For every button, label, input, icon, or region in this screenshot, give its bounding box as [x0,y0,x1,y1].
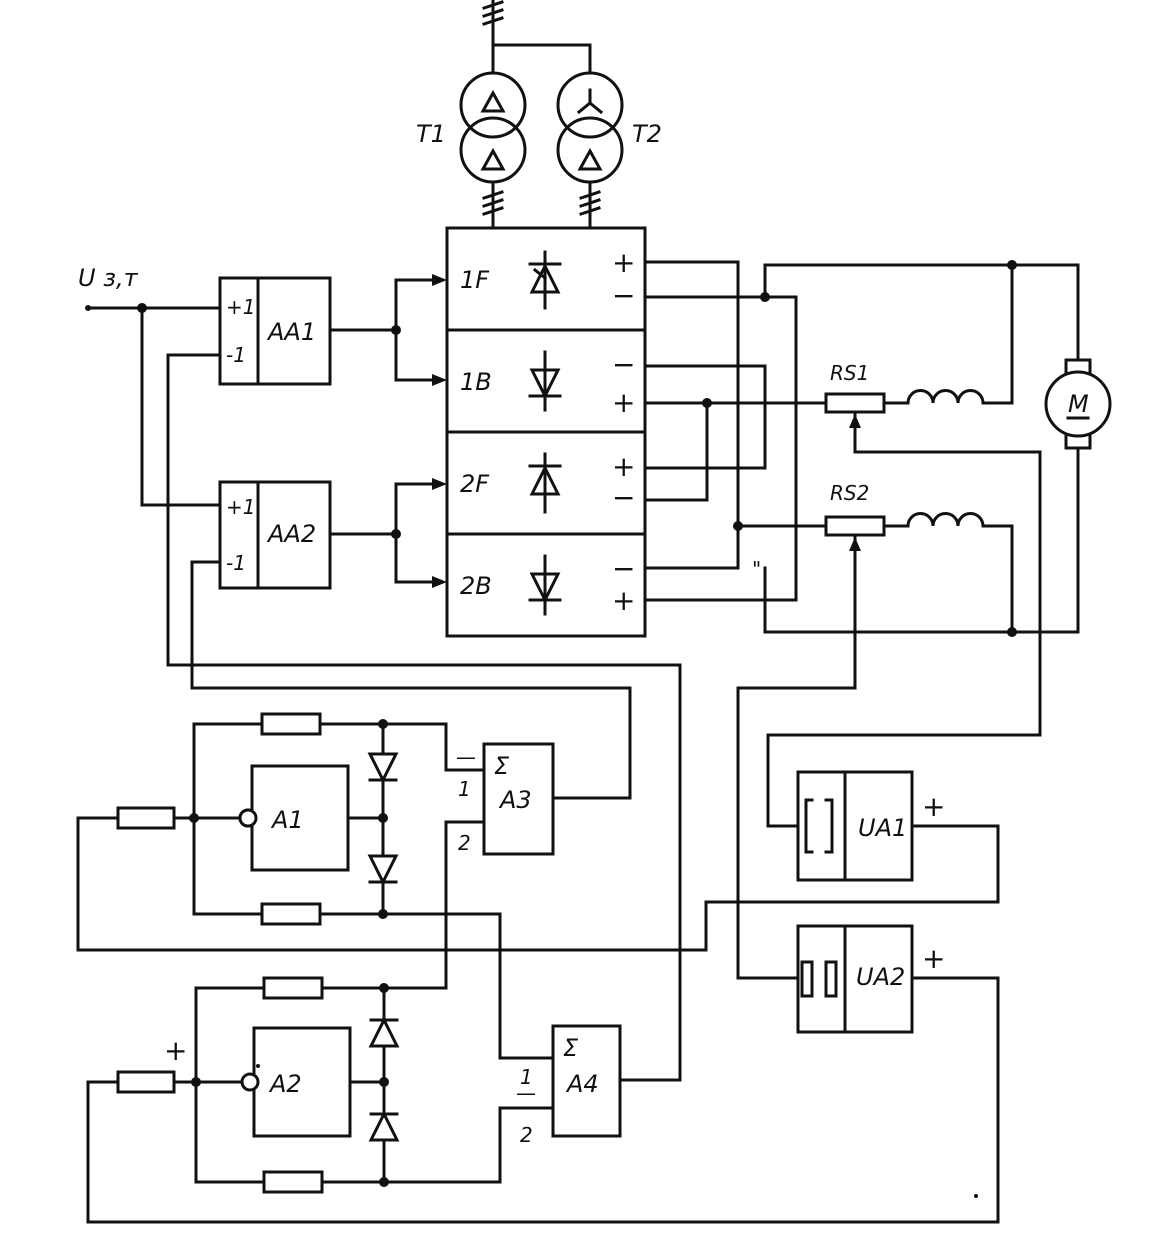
aa2-label: AA2 [266,520,316,548]
a4-sigma: Σ [563,1034,579,1062]
summer-a4: Σ A4 1 — 2 [516,1024,622,1147]
inductor-1-icon [906,389,985,405]
motor-label: M [1068,390,1089,418]
aa1-plus-label: +1 [226,295,255,319]
a2-input-sign: + [164,1034,187,1067]
aa1-minus-label: -1 [226,343,246,367]
shunt-rs1: RS1 [824,361,886,454]
amplifier-aa1: +1 -1 AA1 [218,276,332,386]
motor: M [1044,358,1112,450]
a4-label: A4 [565,1070,599,1098]
aa2-minus-label: -1 [226,551,246,575]
a3-sign: — [456,745,476,769]
rectifier-2b-bottom-sign: + [612,584,635,617]
rs2-label: RS2 [830,481,869,505]
rectifier-1b-bottom-sign: + [612,386,635,419]
aa1-label: AA1 [266,318,316,346]
sensor-ua2: UA2 + [796,924,945,1034]
rectifier-2f-top-sign: + [612,450,635,483]
a3-in1: 1 [458,777,471,801]
rs1-label: RS1 [830,361,869,385]
a3-sigma: Σ [494,752,510,780]
input-label: U з,т [78,264,139,292]
rectifier-1f-bottom-sign: − [612,279,635,312]
rectifier-1b-label: 1B [460,368,492,396]
ua1-label: UA1 [858,814,907,842]
aa2-plus-label: +1 [226,495,255,519]
rectifier-1f-top-sign: + [612,246,635,279]
thyristor-2b-icon [528,554,562,616]
summer-a3: Σ A3 — 1 2 [444,742,555,988]
rectifier-1f-label: 1F [460,266,490,294]
shunt-rs2: RS2 [824,481,886,690]
power-wiring [643,260,1080,637]
a4-sign: — [516,1081,536,1105]
aa1-output-wiring [328,274,447,386]
thyristor-1b-icon [528,350,562,412]
a3-in2: 2 [458,831,471,855]
sense-wiring [736,450,1042,980]
a1-label: A1 [270,806,304,834]
sensor-ua1: UA1 + [796,770,945,882]
a4-in1: 1 [520,1065,533,1089]
rectifier-2f-label: 2F [460,470,490,498]
supply-line [482,0,592,74]
ua1-sign: + [922,790,945,823]
transformer-t2: T2 [556,71,662,230]
input-wiring [85,303,222,507]
sensor-output-wiring [76,816,1000,1224]
inductor-2-icon [906,512,985,528]
rectifier-2f-bottom-sign: − [612,481,635,514]
thyristor-2f-icon [528,452,562,514]
a4-in2: 2 [520,1123,533,1147]
amplifier-aa2: +1 -1 AA2 [218,480,332,590]
rectifier-2b-top-sign: − [612,552,635,585]
aa1-feedback-wiring [166,353,682,1082]
stray-mark: " [752,557,761,581]
thyristor-1f-icon [528,250,562,310]
rectifier-1b-top-sign: − [612,348,635,381]
a3-label: A3 [498,786,532,814]
a2-label: A2 [268,1070,302,1098]
transformer-t1: T1 [416,71,527,230]
rectifier-2b-label: 2B [460,572,492,600]
limiter-a2: + A2 [116,976,555,1194]
ua2-label: UA2 [856,963,905,991]
aa2-feedback-wiring [190,560,632,800]
t2-label: T2 [632,120,662,148]
aa2-output-wiring [328,478,447,588]
ua2-sign: + [922,942,945,975]
limiter-a1: A1 [116,712,555,1060]
t1-label: T1 [416,120,446,148]
